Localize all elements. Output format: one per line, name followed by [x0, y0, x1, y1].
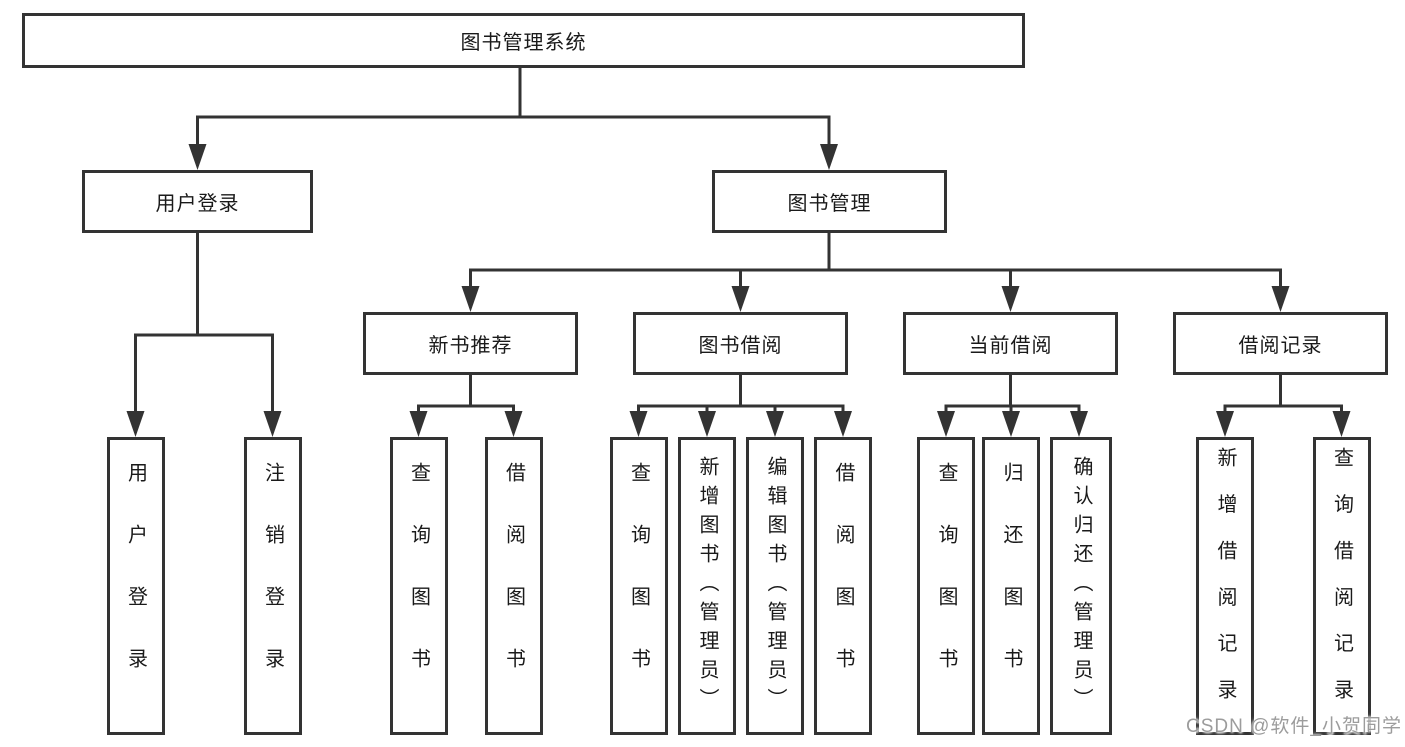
node-current-borrow-label: 当前借阅: [968, 335, 1053, 357]
leaf-borrow-books-label: 借阅图书: [832, 462, 854, 710]
leaf-query-books-current: 查询图书: [917, 437, 975, 735]
node-new-book-recommend-label: 新书推荐: [428, 335, 513, 357]
node-user-login-label: 用户登录: [155, 193, 240, 215]
node-book-management: 图书管理: [712, 170, 947, 233]
node-root-system: 图书管理系统: [22, 13, 1025, 68]
node-borrow-records: 借阅记录: [1173, 312, 1388, 375]
leaf-borrow-books: 借阅图书: [814, 437, 872, 735]
csdn-watermark: CSDN @软件_小贺同学: [1186, 716, 1402, 737]
leaf-confirm-return-admin: 确认归还（管理员）: [1050, 437, 1112, 735]
connector-shafts: [134, 68, 1343, 433]
node-borrow-records-label: 借阅记录: [1238, 335, 1323, 357]
leaf-return-books-label: 归还图书: [1000, 462, 1022, 710]
leaf-logout-label: 注销登录: [261, 462, 284, 710]
leaf-add-books-admin: 新增图书（管理员）: [678, 437, 736, 735]
node-current-borrow: 当前借阅: [903, 312, 1118, 375]
node-new-book-recommend: 新书推荐: [363, 312, 578, 375]
node-book-borrow-label: 图书借阅: [698, 335, 783, 357]
leaf-query-borrow-record-label: 查询借阅记录: [1330, 446, 1353, 726]
leaf-user-login-label: 用户登录: [124, 462, 147, 710]
leaf-query-books-borrow-label: 查询图书: [627, 462, 650, 710]
leaf-add-borrow-record: 新增借阅记录: [1196, 437, 1254, 735]
leaf-edit-books-admin-label: 编辑图书（管理员）: [764, 455, 786, 717]
leaf-confirm-return-admin-label: 确认归还（管理员）: [1070, 455, 1092, 717]
leaf-add-borrow-record-label: 新增借阅记录: [1214, 446, 1236, 726]
leaf-return-books: 归还图书: [982, 437, 1040, 735]
leaf-query-books-borrow: 查询图书: [609, 437, 668, 735]
leaf-edit-books-admin: 编辑图书（管理员）: [746, 437, 804, 735]
leaf-logout: 注销登录: [243, 437, 302, 735]
node-book-borrow: 图书借阅: [633, 312, 848, 375]
leaf-query-borrow-record: 查询借阅记录: [1312, 437, 1371, 735]
node-user-login: 用户登录: [82, 170, 313, 233]
arrowhead-icons: [126, 144, 1351, 437]
leaf-query-books-current-label: 查询图书: [935, 462, 957, 710]
leaf-borrow-books-recommend: 借阅图书: [484, 437, 543, 735]
leaf-borrow-books-recommend-label: 借阅图书: [502, 462, 525, 710]
leaf-query-books-recommend: 查询图书: [389, 437, 448, 735]
node-book-management-label: 图书管理: [787, 193, 872, 215]
leaf-query-books-recommend-label: 查询图书: [407, 462, 430, 710]
leaf-user-login: 用户登录: [106, 437, 165, 735]
node-root-system-label: 图书管理系统: [460, 32, 587, 54]
leaf-add-books-admin-label: 新增图书（管理员）: [696, 455, 718, 717]
